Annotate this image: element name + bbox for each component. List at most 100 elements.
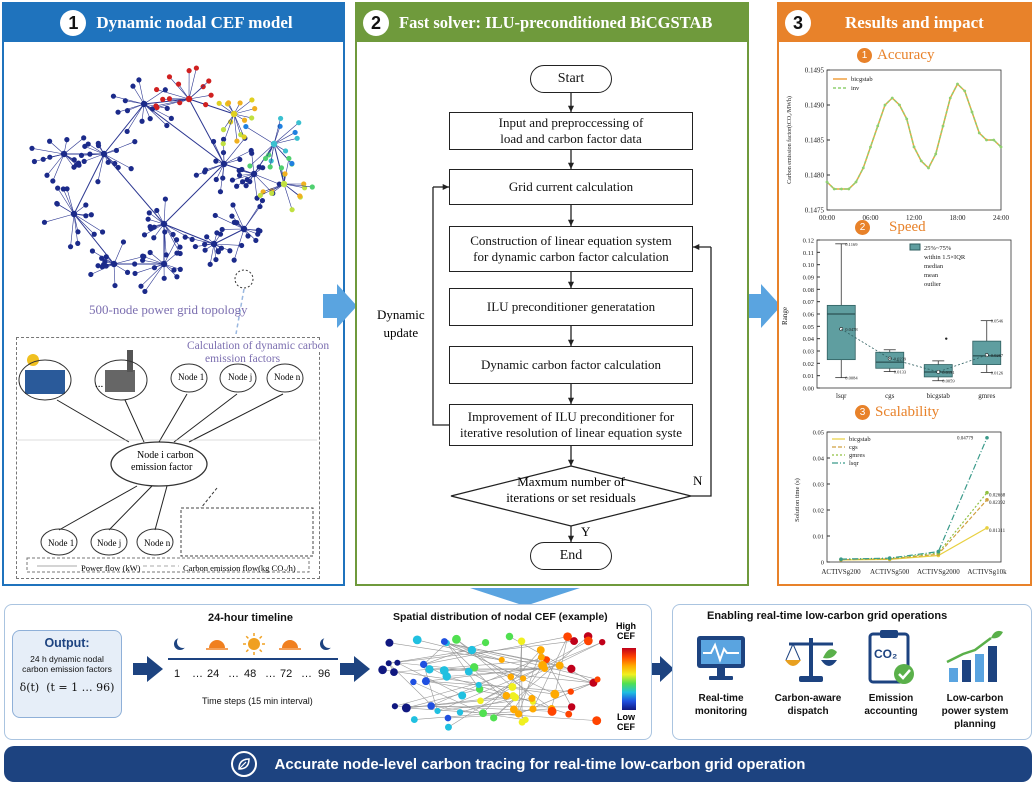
sun-icon-noon	[248, 638, 260, 650]
flow-step-linear-line1: Construction of linear equation system	[470, 232, 672, 248]
topology-edge	[196, 163, 225, 176]
flow-decision-line2: iterations or set residuals	[506, 490, 636, 506]
accuracy-legend-bicgstab: bicgstab	[851, 76, 873, 83]
spatial-edge-66	[417, 639, 594, 684]
speed-xtick-2: bicgstab	[927, 392, 951, 400]
co2-icon-label: CO₂	[874, 647, 898, 661]
scal-xtick-0: ACTIVSg200	[821, 568, 861, 576]
spatial-node-64	[440, 638, 448, 646]
topology-edge	[273, 138, 298, 145]
topology-node	[255, 227, 261, 233]
spatial-node-28	[490, 714, 498, 722]
topology-node	[231, 257, 237, 263]
topology-edge	[117, 103, 145, 113]
topology-edge	[142, 260, 165, 265]
scal-point-gmres-3	[985, 490, 989, 495]
accuracy-ylabel: Carbon emission factor(tCO₂/MWh)	[786, 96, 793, 184]
inflow-arrow-0	[56, 399, 130, 443]
topology-node	[277, 115, 284, 122]
topology-edge	[188, 68, 197, 100]
topology-node	[220, 175, 226, 181]
topology-node	[249, 97, 255, 103]
sun-ray-7	[259, 635, 263, 639]
spatial-node-33	[456, 709, 464, 716]
factory-icon	[105, 370, 135, 392]
timeline-title: 24-hour timeline	[208, 612, 293, 624]
tick-dots-4: …	[301, 668, 312, 680]
flow-step-dcf-calc: Dynamic carbon factor calculation	[449, 346, 693, 384]
topology-edge	[263, 183, 285, 193]
node-bottom-n: Node n	[144, 538, 171, 548]
low-label-2: CEF	[617, 721, 635, 732]
power-grid-topology	[29, 65, 315, 334]
topology-edge	[163, 199, 166, 225]
clipboard-co2-icon	[868, 630, 914, 684]
output-formula: δ(t) (t = 1 … 96)	[19, 681, 115, 694]
topology-node	[78, 152, 85, 158]
accuracy-label: Accuracy	[877, 47, 935, 63]
formula-pointer	[200, 487, 218, 509]
topology-node	[266, 152, 272, 158]
node-top-n: Node n	[274, 372, 301, 382]
topology-edge	[63, 137, 84, 155]
spatial-edge-8	[446, 642, 480, 690]
topology-edge	[233, 113, 241, 135]
topology-node	[64, 186, 70, 192]
topology-edge	[140, 263, 165, 287]
accuracy-xtick-2: 12:00	[906, 214, 922, 222]
spatial-edge-59	[394, 705, 572, 708]
accuracy-point-11	[905, 117, 909, 121]
speed-boxplot: 0.000.010.020.030.040.050.060.070.080.09…	[781, 238, 1012, 400]
topology-edge	[90, 263, 115, 275]
topology-edge	[245, 126, 275, 145]
topology-node	[29, 145, 35, 151]
colorbar	[622, 648, 636, 710]
speed-value-label-3-0: 0.0546	[991, 319, 1004, 324]
accuracy-point-19	[963, 89, 967, 93]
spatial-edge-58	[448, 686, 513, 728]
speed-ytick-11: 0.11	[803, 250, 814, 257]
spatial-node-10	[401, 703, 411, 713]
topology-edge	[283, 183, 300, 197]
accuracy-xtick-3: 18:00	[950, 214, 966, 222]
speed-value-label-0-0: 0.1169	[845, 242, 858, 247]
topology-node	[286, 155, 292, 162]
spatial-node-42	[598, 638, 606, 646]
spatial-cef-map	[378, 632, 606, 731]
topology-node	[115, 164, 121, 171]
topology-node	[236, 167, 242, 174]
spatial-edge-50	[397, 662, 463, 696]
topology-trunk-0	[103, 103, 145, 155]
topology-edge	[70, 213, 75, 247]
topology-edge	[113, 263, 116, 286]
accuracy-point-21	[977, 131, 981, 135]
topology-node	[105, 159, 111, 165]
spatial-node-35	[479, 709, 487, 718]
bottom-node-circle-1	[90, 528, 128, 556]
topology-node	[214, 230, 220, 236]
spatial-node-48	[508, 682, 517, 691]
topology-node	[213, 158, 219, 164]
speed-mean-trend	[841, 328, 987, 373]
topology-node	[231, 219, 237, 225]
topology-node	[220, 149, 227, 156]
scal-ytick-3: 0.03	[813, 482, 824, 489]
node-bottom-j: Node j	[97, 538, 122, 548]
topology-node	[71, 157, 77, 163]
topology-node	[31, 158, 38, 165]
topology-hub	[160, 260, 168, 268]
spatial-node-59	[391, 703, 399, 710]
topology-edge	[223, 138, 246, 165]
scal-xtick-1: ACTIVSg500	[870, 568, 910, 576]
top-node-circle-1	[219, 363, 257, 393]
central-node-line1: Node i carbon	[137, 450, 194, 461]
topology-node	[41, 219, 48, 225]
accuracy-point-18	[956, 82, 959, 86]
flow-step-ilu-improve-line2: iterative resolution of linear equation …	[459, 425, 682, 440]
spatial-node-49	[583, 636, 593, 646]
topology-edge	[249, 143, 275, 167]
topology-node	[147, 223, 153, 230]
scal-ytick-4: 0.04	[813, 456, 825, 463]
topology-edge	[144, 263, 165, 292]
topology-edge	[188, 94, 212, 100]
